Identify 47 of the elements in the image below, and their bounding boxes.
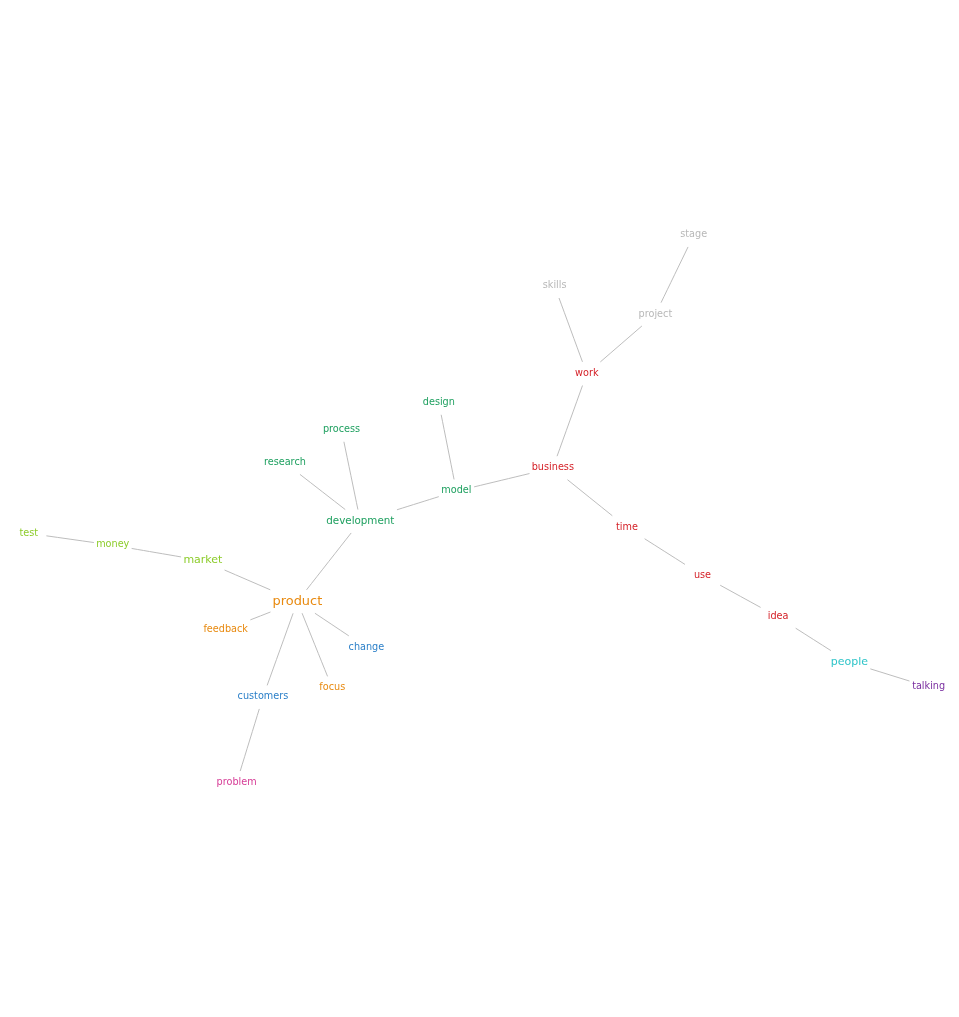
connector (224, 569, 271, 590)
node-text: business (531, 460, 574, 472)
node-text: change (348, 640, 385, 652)
node-text: customers (237, 689, 289, 701)
node-text: product (272, 592, 323, 608)
connector (45, 534, 95, 543)
node-text: problem (216, 775, 257, 787)
connector (599, 325, 643, 362)
node-text: idea (767, 609, 789, 621)
node-text: model (441, 483, 472, 495)
connector (239, 707, 260, 771)
connector (396, 495, 440, 510)
node-text: test (19, 526, 39, 538)
connector (719, 584, 762, 608)
connector (660, 245, 689, 303)
connector (644, 537, 686, 565)
connector (299, 473, 346, 510)
node-text: feedback (203, 622, 248, 634)
node-text: focus (319, 680, 346, 692)
node-text: skills (542, 278, 567, 290)
connector (301, 612, 329, 677)
connector (869, 667, 910, 681)
connector (314, 612, 350, 636)
node-text: research (263, 455, 306, 467)
connector (306, 531, 352, 590)
node-text: people (830, 654, 868, 668)
connector (249, 611, 271, 620)
node-text: talking (912, 679, 946, 691)
connector (556, 384, 583, 457)
connector (266, 612, 294, 686)
connector (795, 627, 832, 651)
connector (566, 478, 613, 516)
node-text: money (96, 537, 130, 549)
connector (440, 413, 455, 480)
node-text: work (575, 366, 599, 378)
connector (343, 440, 359, 510)
node-text: market (183, 552, 223, 566)
node-text: design (422, 395, 455, 407)
node-text: process (322, 422, 361, 434)
node-text: time (616, 520, 638, 532)
node-text: development (326, 513, 395, 526)
connector (131, 547, 182, 557)
node-text: stage (680, 227, 708, 239)
node-text: project (638, 307, 673, 319)
node-text: use (693, 568, 712, 580)
connector (473, 472, 530, 487)
connector (558, 297, 583, 362)
